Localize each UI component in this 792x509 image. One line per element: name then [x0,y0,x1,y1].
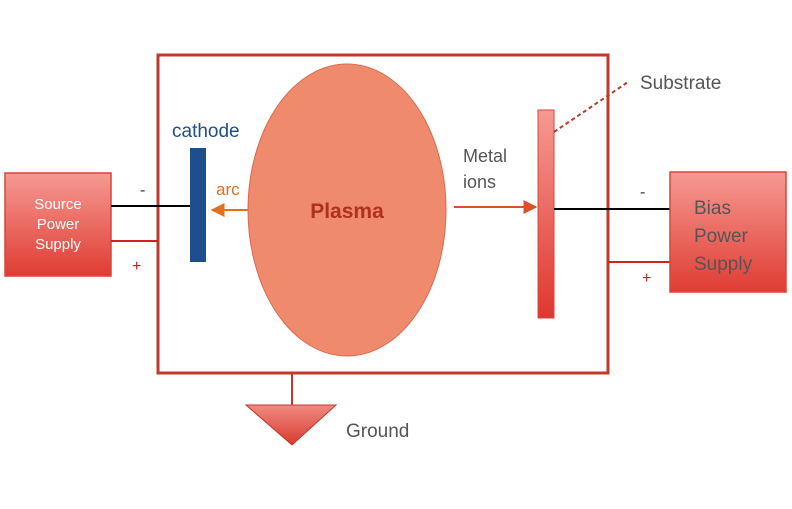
source-label-line2: Power [37,216,80,233]
vacuum-chamber [156,53,610,375]
ions-label: ions [463,172,496,192]
substrate-label: Substrate [640,73,721,94]
source-label-line3: Supply [35,236,81,253]
bias-minus-label: - [640,184,645,201]
source-minus-label: - [140,182,145,199]
bias-plus-label: + [642,270,651,287]
source-power-supply [4,172,112,277]
bias-label-line1: Bias [694,198,731,219]
cathode-target [190,148,206,262]
substrate-pointer [553,81,629,133]
source-label-line1: Source [34,196,82,213]
plasma-cloud [247,63,447,357]
arc-label: arc [216,180,240,199]
bias-label-line3: Supply [694,254,753,275]
cathode-label: cathode [172,121,240,142]
plasma-label: Plasma [310,200,384,223]
ground-label: Ground [346,421,409,442]
source-plus-label: + [132,258,141,275]
ground-symbol [244,404,338,446]
substrate [537,109,555,319]
bias-power-supply [669,171,787,293]
metal-label: Metal [463,146,507,166]
bias-label-line2: Power [694,226,749,247]
